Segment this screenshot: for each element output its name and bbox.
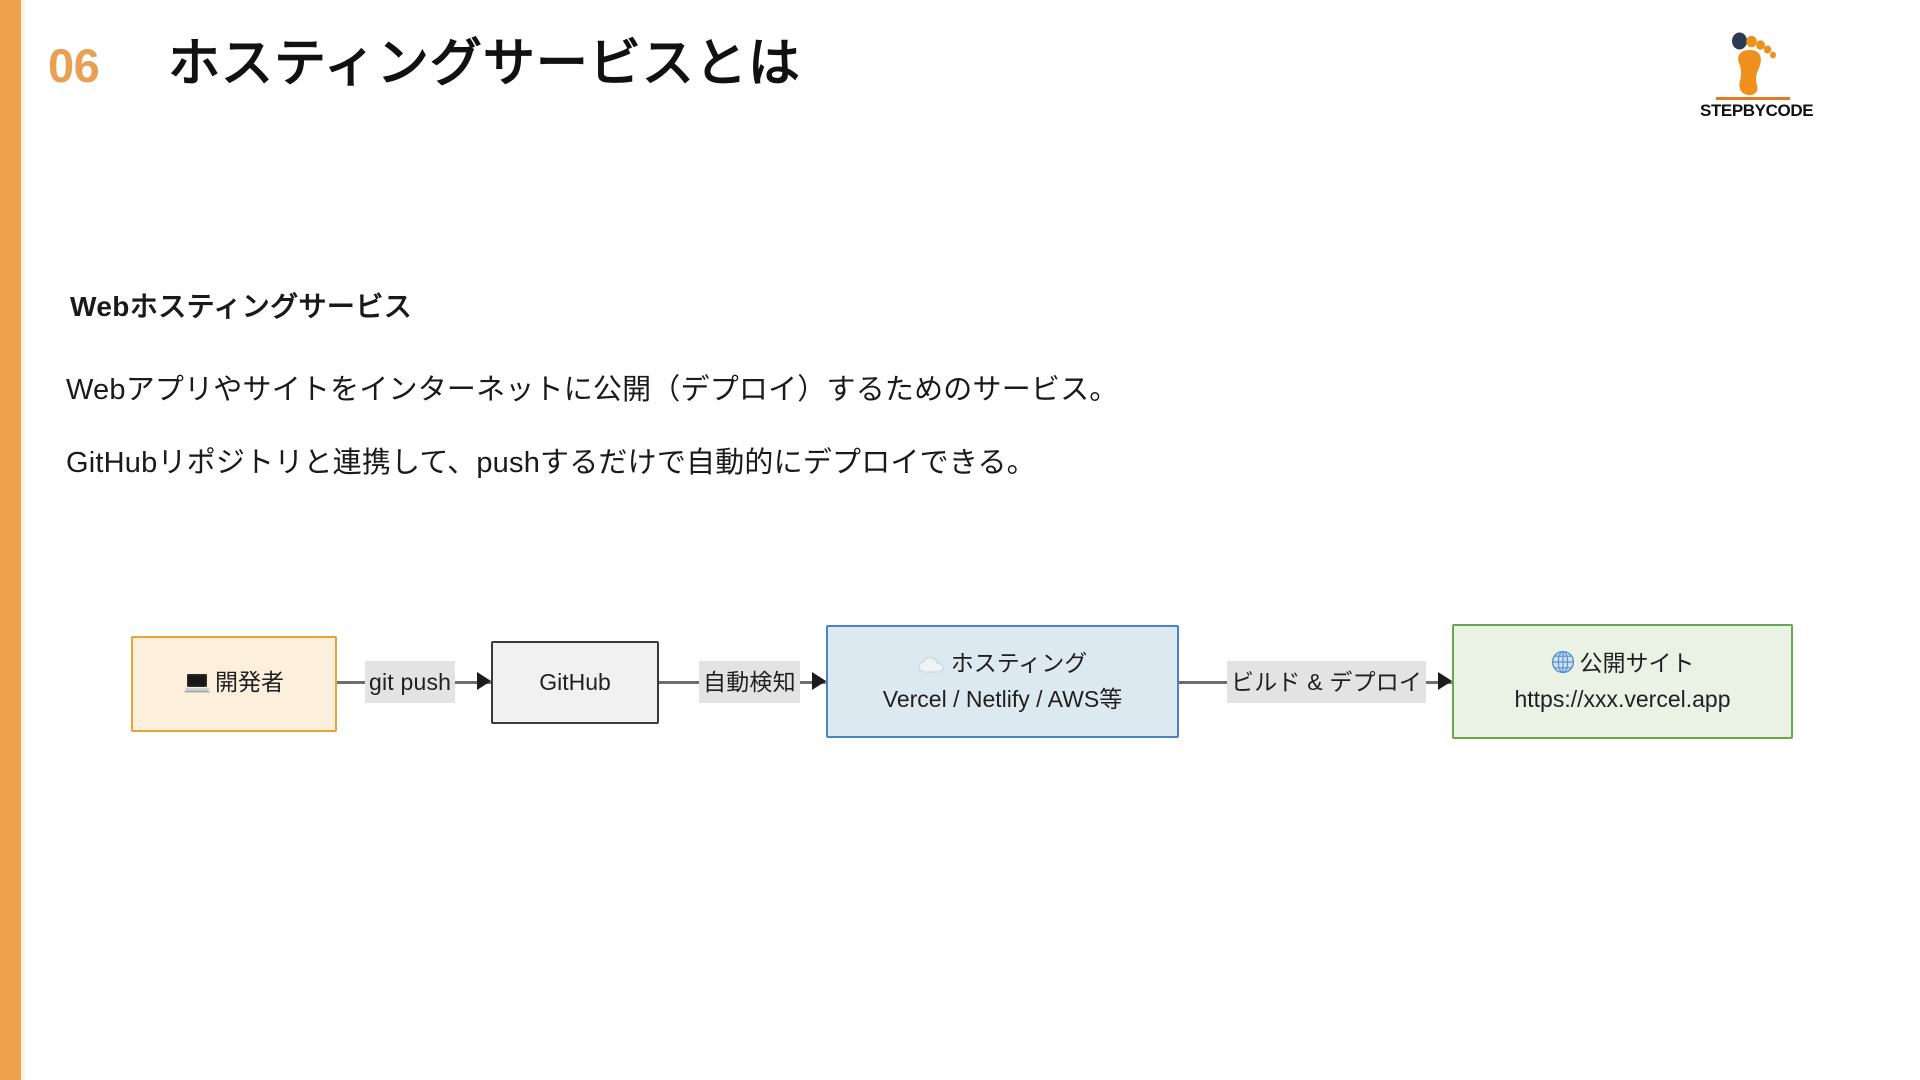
- flow-node-hosting-subtitle: Vercel / Netlify / AWS等: [882, 686, 1123, 712]
- flow-node-public-site-title: 公開サイト: [1579, 649, 1695, 676]
- globe-icon: [1551, 650, 1575, 683]
- arrowhead-to-hosting: [812, 672, 826, 690]
- flow-node-public-site-url: https://xxx.vercel.app: [1514, 686, 1731, 712]
- flow-node-public-site[interactable]: 公開サイト https://xxx.vercel.app: [1452, 624, 1793, 739]
- edge-label-build-deploy: ビルド & デプロイ: [1227, 661, 1427, 703]
- flow-node-developer-label: 開発者: [215, 668, 284, 695]
- slide-number: 06: [48, 39, 100, 92]
- flow-node-hosting[interactable]: ホスティング Vercel / Netlify / AWS等: [826, 625, 1179, 738]
- body-paragraph-1: Webアプリやサイトをインターネットに公開（デプロイ）するためのサービス。: [66, 374, 1119, 406]
- footprint-icon: [1728, 28, 1776, 96]
- brand-logo: STEPBYCODE: [1700, 28, 1814, 128]
- left-accent-bar: [0, 0, 21, 1080]
- left-accent-bar-highlight: [21, 0, 25, 1080]
- laptop-icon: [184, 669, 210, 702]
- flow-node-github[interactable]: GitHub: [491, 641, 659, 724]
- flow-node-github-label: GitHub: [539, 668, 611, 695]
- logo-wordmark: STEPBYCODE: [1700, 101, 1814, 120]
- flow-node-developer[interactable]: 開発者: [131, 636, 337, 732]
- cloud-icon: [918, 650, 946, 683]
- logo-underline: [1716, 97, 1790, 100]
- edge-label-git-push: git push: [365, 661, 456, 703]
- body-paragraph-2: GitHubリポジトリと連携して、pushするだけで自動的にデプロイできる。: [66, 447, 1036, 479]
- flow-node-hosting-title: ホスティング: [950, 649, 1088, 676]
- deployment-flow-diagram: git push 自動検知 ビルド & デプロイ 開発者 Git: [0, 600, 1920, 780]
- arrowhead-to-public-site: [1438, 672, 1452, 690]
- edge-label-auto-detect: 自動検知: [699, 661, 800, 703]
- page-title: ホスティングサービスとは: [168, 35, 801, 93]
- arrowhead-to-github: [477, 672, 491, 690]
- section-heading: Webホスティングサービス: [70, 291, 413, 322]
